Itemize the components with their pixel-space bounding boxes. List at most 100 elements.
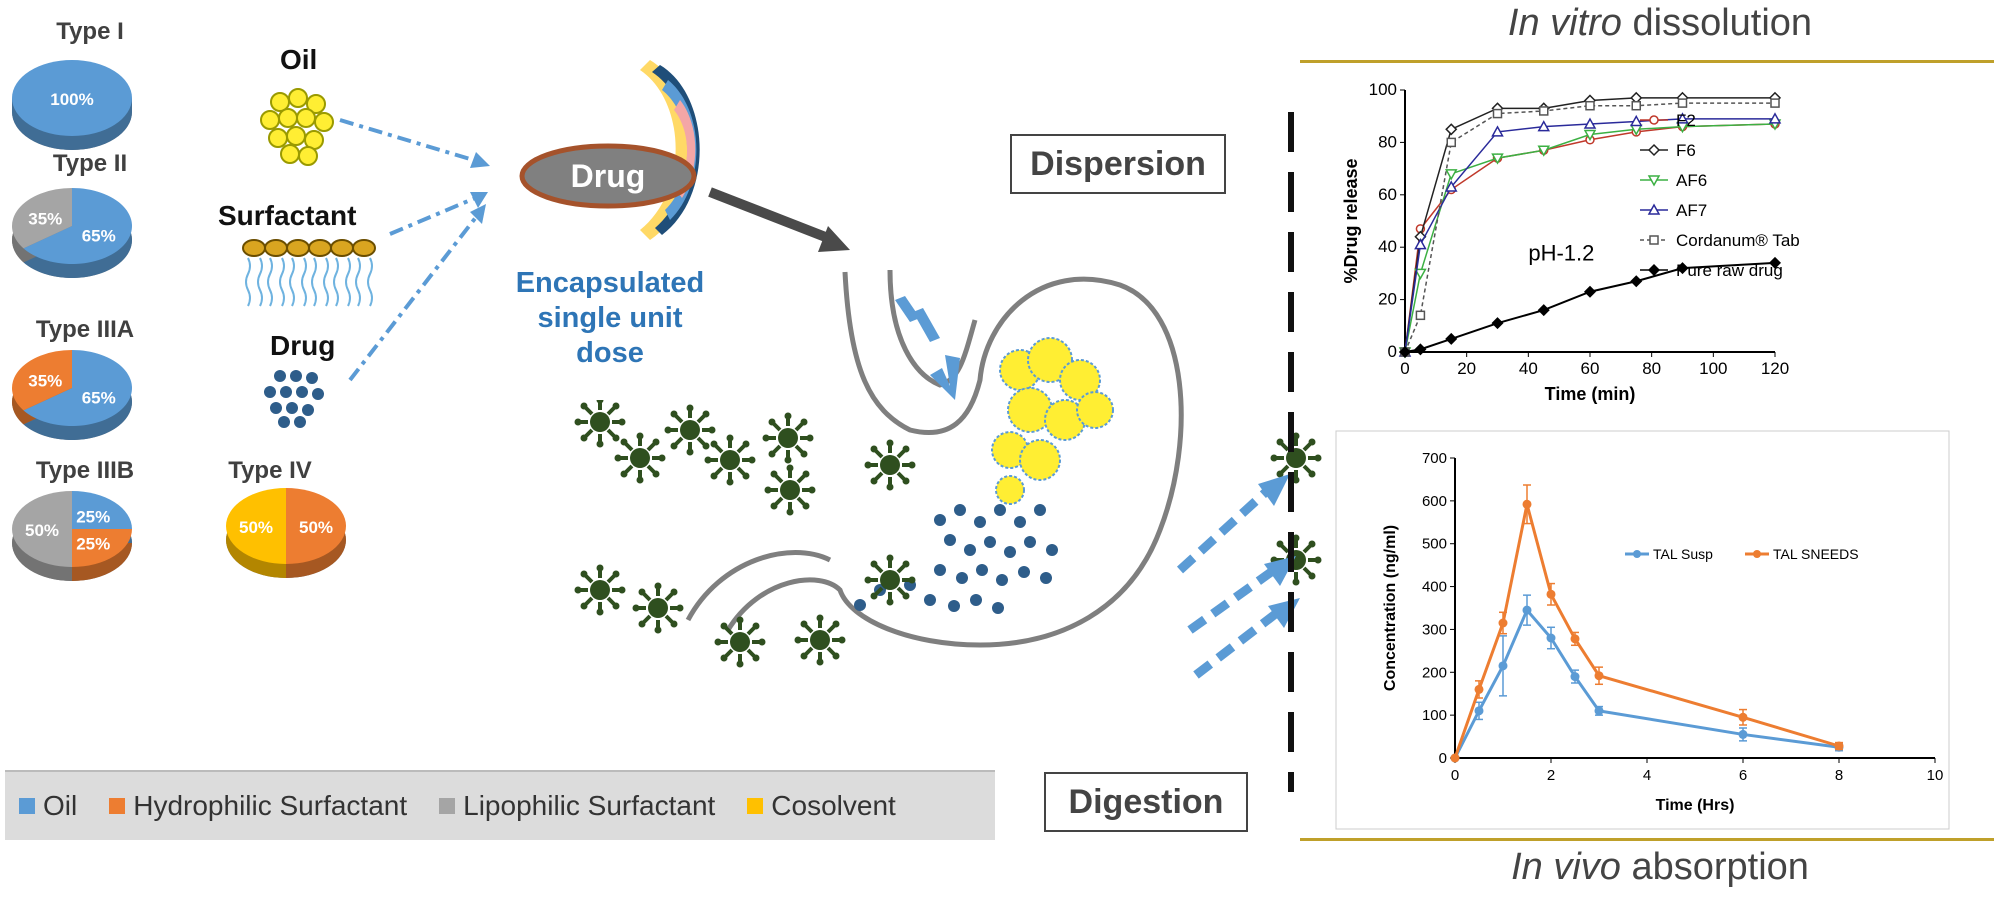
- oil-label: Oil: [280, 44, 318, 75]
- x-tick-label: 0: [1451, 767, 1459, 784]
- legend-text: F6: [1676, 141, 1696, 160]
- caption-line: Encapsulated: [515, 267, 705, 299]
- data-point: [1474, 706, 1484, 716]
- data-point: [1834, 741, 1844, 751]
- in-vivo-title: In vivo absorption: [1320, 846, 2000, 889]
- data-point: [1647, 175, 1661, 187]
- y-axis-label: %Drug release: [1341, 158, 1361, 283]
- type-label: Type IV: [228, 457, 312, 484]
- data-point: [1444, 180, 1458, 192]
- data-point: [1491, 153, 1504, 165]
- legend-text: AF6: [1676, 171, 1707, 190]
- data-point: [1546, 633, 1556, 643]
- digestion-box: Digestion: [1044, 772, 1248, 832]
- data-point: [1676, 112, 1689, 124]
- type-i-pie: 100%: [12, 60, 132, 150]
- data-point: [1450, 753, 1460, 763]
- legend-swatch: [439, 798, 456, 814]
- pie-label: 50%: [299, 518, 333, 537]
- y-tick-label: 600: [1422, 493, 1447, 510]
- type-label: Type IIIB: [35, 457, 135, 484]
- data-point: [1415, 310, 1426, 321]
- data-point: [1649, 235, 1659, 245]
- micelles-group: [572, 400, 918, 670]
- legend-text: Cordanum® Tab: [1676, 231, 1800, 250]
- surfactant-label: Surfactant: [218, 200, 357, 231]
- legend-marker: [1753, 550, 1761, 558]
- pie-label: 35%: [28, 371, 62, 390]
- data-point: [1445, 332, 1458, 345]
- capsule-drug-label: Drug: [570, 158, 646, 194]
- data-point: [1491, 125, 1504, 137]
- x-tick-label: 0: [1400, 359, 1409, 378]
- pie-label: 65%: [82, 227, 116, 246]
- data-point: [1498, 618, 1508, 628]
- separator-line: [1288, 112, 1294, 792]
- data-point: [1492, 108, 1503, 119]
- data-point: [1537, 145, 1551, 157]
- data-point: [1570, 634, 1580, 644]
- pie-label: 50%: [239, 518, 273, 537]
- capsule-caption: Encapsulated single unit dose: [490, 266, 730, 371]
- y-tick-label: 0: [1388, 342, 1397, 361]
- legend-swatch: [19, 798, 35, 814]
- in-vitro-italic: In vitro: [1507, 2, 1622, 44]
- x-tick-label: 40: [1519, 359, 1538, 378]
- pie-slice: [11, 350, 72, 411]
- flow-arrows: [339, 118, 490, 382]
- data-point: [1594, 671, 1604, 681]
- data-point: [1491, 317, 1504, 330]
- pie-slice: [72, 491, 132, 529]
- x-tick-label: 100: [1699, 359, 1727, 378]
- pie-slice: [226, 488, 286, 564]
- type-label: Type I: [56, 18, 124, 45]
- x-tick-label: 60: [1581, 359, 1600, 378]
- x-axis-label: Time (min): [1545, 384, 1636, 404]
- x-tick-label: 8: [1835, 767, 1843, 784]
- x-tick-label: 10: [1927, 767, 1944, 784]
- pie-label: 35%: [28, 209, 62, 228]
- type-ii-pie: 65% 35%: [11, 188, 133, 278]
- dispersion-box: Dispersion: [1010, 134, 1226, 194]
- data-point: [1414, 238, 1427, 250]
- pie-slice: [23, 350, 132, 426]
- in-vivo-rest: absorption: [1620, 846, 1809, 888]
- legend-label: Cosolvent: [771, 790, 896, 821]
- x-tick-label: 120: [1761, 359, 1789, 378]
- in-vitro-title: In vitro dissolution: [1320, 2, 2000, 45]
- data-point: [1584, 285, 1596, 298]
- oil-droplets-icon: [260, 88, 334, 166]
- data-point: [1768, 112, 1782, 124]
- pie-slice: [12, 60, 132, 136]
- x-tick-label: 2: [1547, 767, 1555, 784]
- type-label: Type IIIA: [35, 316, 135, 343]
- data-point: [1498, 661, 1508, 671]
- y-tick-label: 200: [1422, 664, 1447, 681]
- caption-line: dose: [576, 337, 644, 369]
- y-tick-label: 80: [1378, 132, 1397, 151]
- data-point: [1648, 264, 1660, 276]
- legend-label: Lipophilic Surfactant: [463, 790, 716, 821]
- legend-text: F2: [1676, 111, 1696, 130]
- data-point: [1647, 203, 1661, 215]
- data-point: [1769, 256, 1781, 269]
- legend-swatch: [747, 798, 764, 814]
- data-point: [1677, 98, 1688, 108]
- chart-frame: [1335, 430, 1950, 830]
- data-point: [1649, 115, 1659, 125]
- y-tick-label: 0: [1439, 750, 1447, 767]
- legend-text: TAL SNEEDS: [1773, 546, 1859, 562]
- y-tick-label: 20: [1378, 290, 1397, 309]
- x-tick-label: 4: [1643, 767, 1651, 784]
- data-point: [1647, 143, 1661, 157]
- gray-arrow-icon: [708, 187, 850, 252]
- ph-annotation: pH-1.2: [1528, 240, 1594, 265]
- data-point: [1585, 100, 1595, 111]
- pie-slice: [72, 529, 132, 567]
- legend-item-cosolvent: Cosolvent: [733, 790, 896, 822]
- legend-label: Oil: [43, 790, 78, 821]
- y-tick-label: 100: [1422, 707, 1447, 724]
- data-point: [1583, 117, 1597, 129]
